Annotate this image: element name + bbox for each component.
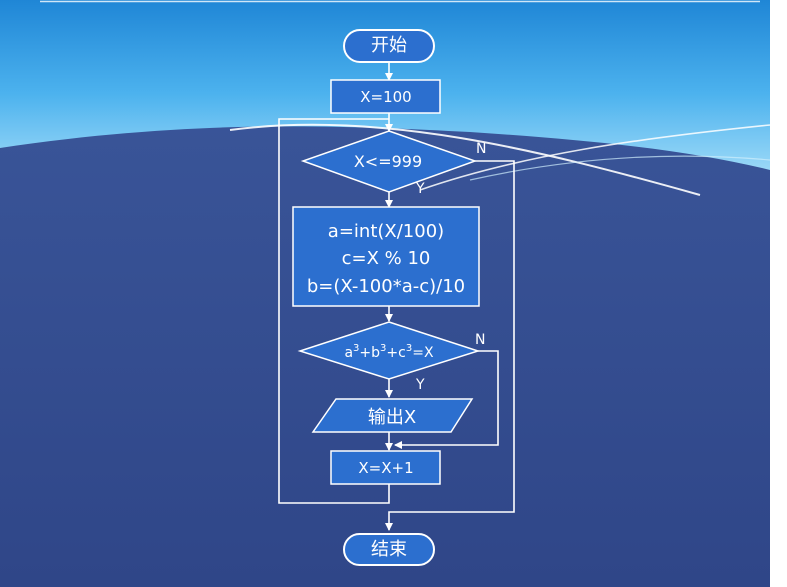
check-label: a3+b3+c3=X — [344, 343, 434, 361]
loop-condition-label: X<=999 — [354, 152, 422, 171]
check-term-a: a — [344, 345, 353, 361]
wave-curve-2 — [419, 124, 771, 191]
increment-box — [330, 450, 441, 485]
check-exp-b: 3 — [380, 343, 386, 354]
loop-no-label: N — [476, 141, 486, 157]
edge-loop-back — [278, 118, 390, 504]
process-box — [292, 206, 480, 307]
start-label: 开始 — [371, 35, 407, 56]
check-exp-a: 3 — [353, 343, 359, 354]
increment-label: X=X+1 — [358, 459, 413, 477]
start-terminal — [343, 29, 435, 63]
process-line-2: c=X % 10 — [342, 248, 431, 269]
check-no-label: N — [475, 332, 485, 348]
init-box — [330, 79, 441, 114]
check-exp-c: 3 — [406, 343, 412, 354]
right-edge-strip — [770, 0, 787, 587]
end-label: 结束 — [371, 539, 407, 560]
check-diamond — [297, 321, 481, 380]
end-terminal — [343, 533, 435, 566]
connectors — [278, 62, 515, 531]
output-parallelogram — [311, 398, 474, 433]
loop-condition-diamond — [300, 130, 478, 193]
check-term-c: +c — [386, 345, 405, 361]
init-label: X=100 — [360, 88, 411, 106]
check-rhs: =X — [412, 345, 434, 361]
check-term-b: +b — [359, 345, 380, 361]
edge-check-no — [394, 350, 499, 449]
wave-curve-1 — [229, 123, 701, 196]
process-line-3: b=(X-100*a-c)/10 — [307, 276, 465, 297]
check-yes-label: Y — [415, 377, 425, 393]
output-label: 输出X — [368, 407, 416, 428]
wave-curve-3 — [469, 155, 771, 181]
process-line-1: a=int(X/100) — [328, 221, 444, 242]
edge-condition-no — [385, 160, 515, 531]
loop-yes-label: Y — [415, 181, 425, 197]
